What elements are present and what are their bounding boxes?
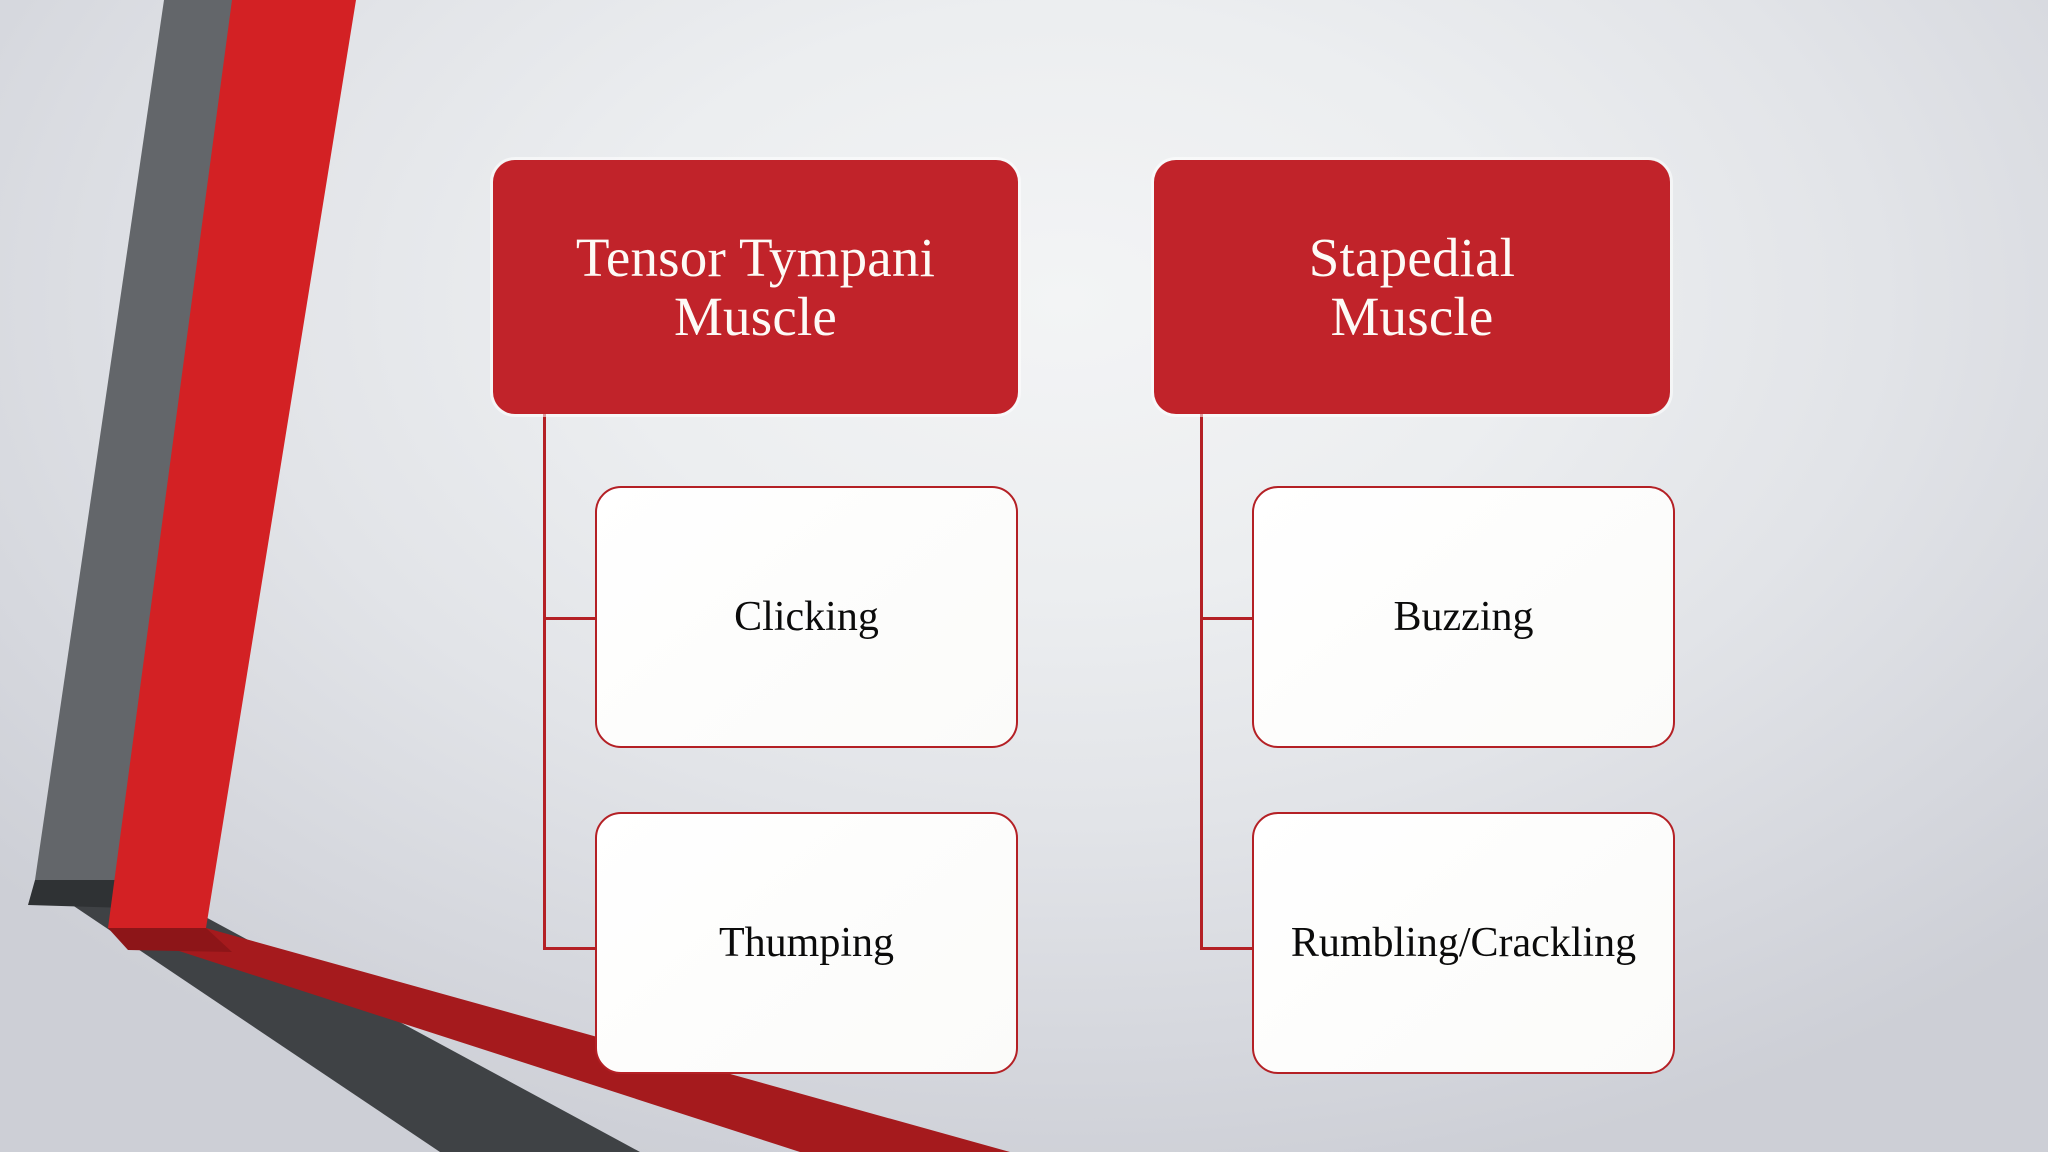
- child-node-thumping-label: Thumping: [719, 919, 894, 966]
- child-node-thumping[interactable]: Thumping: [595, 812, 1018, 1074]
- child-node-rumbling-crackling-label: Rumbling/Crackling: [1290, 919, 1637, 966]
- child-node-buzzing-label: Buzzing: [1393, 593, 1534, 640]
- connector-branch-buzzing: [1200, 617, 1255, 620]
- connector-branch-rumbling-crackling: [1200, 947, 1255, 950]
- child-node-rumbling-crackling[interactable]: Rumbling/Crackling: [1252, 812, 1675, 1074]
- header-node-stapedial-label: Stapedial Muscle: [1308, 226, 1516, 347]
- connector-branch-clicking: [543, 617, 598, 620]
- connector-branch-thumping: [543, 947, 598, 950]
- connector-trunk-stapedial: [1200, 413, 1203, 950]
- header-node-tensor-tympani[interactable]: Tensor Tympani Muscle: [493, 160, 1018, 414]
- child-node-clicking-label: Clicking: [734, 593, 879, 640]
- header-node-stapedial[interactable]: Stapedial Muscle: [1154, 160, 1670, 414]
- connector-trunk-tensor-tympani: [543, 413, 546, 950]
- child-node-clicking[interactable]: Clicking: [595, 486, 1018, 748]
- header-node-tensor-tympani-label: Tensor Tympani Muscle: [575, 226, 936, 347]
- child-node-buzzing[interactable]: Buzzing: [1252, 486, 1675, 748]
